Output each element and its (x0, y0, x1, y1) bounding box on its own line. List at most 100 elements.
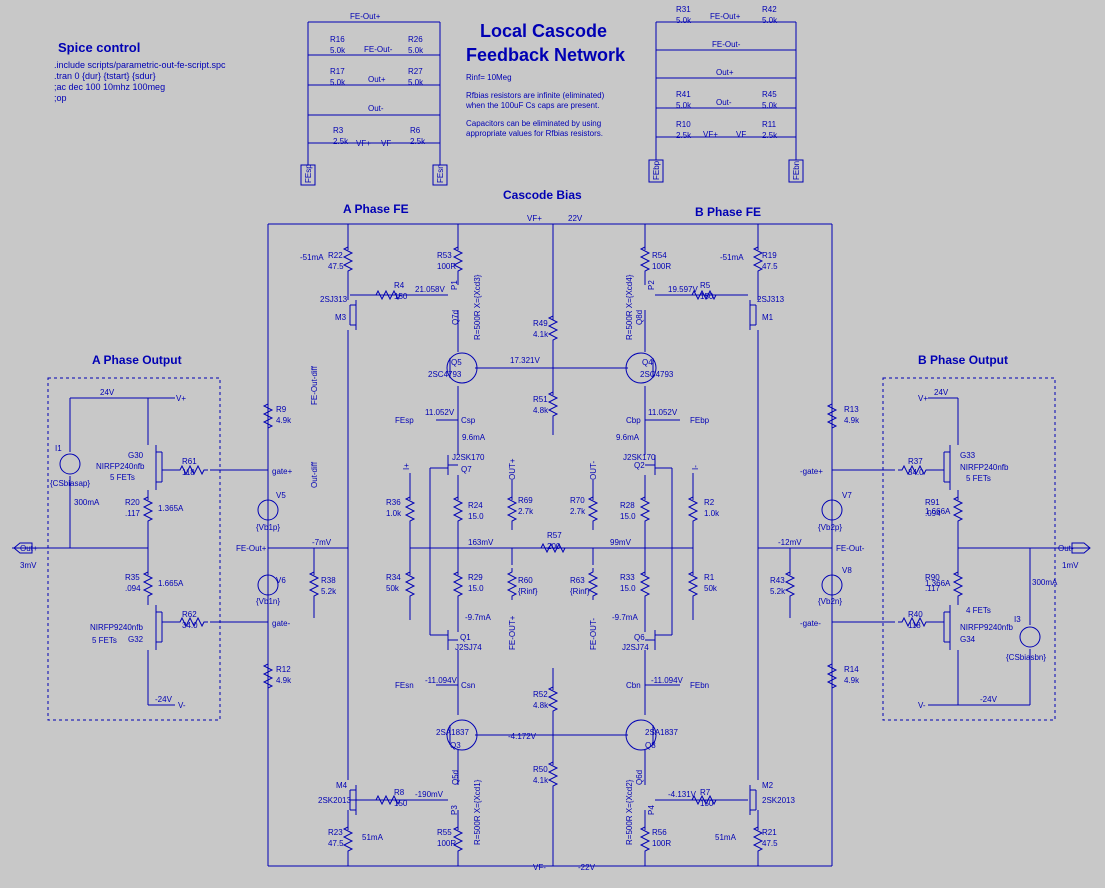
dev-fets-g30: 5 FETs (110, 473, 135, 482)
dev-nirf-g34: NIRFP9240nfb (960, 623, 1013, 632)
part-value-r23: 47.5 (328, 839, 344, 848)
part-value-r56: 100R (652, 839, 671, 848)
part-ref-r2: R2 (704, 498, 715, 507)
network-title-2: Feedback Network (466, 45, 626, 65)
dev-j2sk-l: J2SK170 (452, 453, 485, 462)
meas-mv1: 1mV (1062, 561, 1079, 570)
net-fe-out-plus-top-r: FE-Out+ (710, 12, 741, 21)
net-labels: VF+ 22V VF- -22V gate+ gate- -gate+ -gat… (20, 12, 1074, 872)
dev-vb2n: {Vb2n} (818, 597, 842, 606)
meas-v4: -4.172V (508, 732, 537, 741)
part-ref-r63: R63 (570, 576, 585, 585)
part-value-r41: 5.0k (676, 101, 692, 110)
feedback-network-right (648, 21, 804, 183)
part-ref-r61: R61 (182, 457, 197, 466)
part-value-r36: 1.0k (386, 509, 402, 518)
net-vf-plus-top-r: VF+ (703, 130, 718, 139)
meas-a1665-r: 1.666A (925, 507, 951, 516)
heading-b-phase-fe: B Phase FE (695, 205, 761, 219)
net-csn: Csn (461, 681, 475, 690)
dev-sj313-r: 2SJ313 (757, 295, 785, 304)
dev-m2: M2 (762, 781, 774, 790)
net-fe-out-minus-box: FE-OUT- (589, 618, 598, 650)
part-ref-r69: R69 (518, 496, 533, 505)
section-headings: Cascode Bias A Phase FE B Phase FE A Pha… (92, 188, 1008, 367)
dev-q8: Q8 (645, 741, 656, 750)
net-cbp: Cbp (626, 416, 641, 425)
meas-ma51-bl: 51mA (362, 833, 384, 842)
dev-m3: M3 (335, 313, 347, 322)
net-vfm: VF- (533, 863, 546, 872)
meas-ma300-l: 300mA (74, 498, 100, 507)
part-labels: R165.0kR265.0kR175.0kR275.0kR32.5kR62.5k… (125, 5, 941, 848)
net-out-plus-top: Out+ (368, 75, 386, 84)
dev-q5d: Q5d (451, 770, 460, 785)
net-out-diff: Out-diff (310, 461, 319, 488)
net-fe-out-minus: FE-Out- (836, 544, 865, 553)
dev-q7: Q7 (461, 465, 472, 474)
part-ref-r37: R37 (908, 457, 923, 466)
network-title-block: Local Cascode Feedback Network Rinf= 10M… (465, 21, 626, 138)
part-ref-r60: R60 (518, 576, 533, 585)
net-out-minus-top: Out- (368, 104, 384, 113)
net-p24-b: 24V (934, 388, 949, 397)
dev-sk2013-r: 2SK2013 (762, 796, 795, 805)
dev-p3: P3 (450, 805, 459, 815)
meas-mv163: 163mV (468, 538, 494, 547)
net-m24-a: -24V (155, 695, 173, 704)
part-value-r29: 15.0 (468, 584, 484, 593)
part-value-r17: 5.0k (330, 78, 346, 87)
part-value-r63: {Rinf} (570, 587, 590, 596)
meas-v11-left: 11.052V (425, 408, 455, 417)
net-fesn-top: FEsn (436, 164, 445, 183)
part-ref-r1: R1 (704, 573, 715, 582)
dev-q6: Q6 (634, 633, 645, 642)
device-labels: M3 2SJ313 M1 2SJ313 Q5 2SC4793 Q4 2SC479… (50, 274, 1046, 845)
part-value-r49: 4.1k (533, 330, 549, 339)
dev-vb1n: {Vb1n} (256, 597, 280, 606)
net-gate-plus: gate+ (272, 467, 293, 476)
dev-sj313-l: 2SJ313 (320, 295, 348, 304)
part-value-r4: 150 (394, 292, 408, 301)
net-i-minus: I- (691, 465, 700, 470)
dev-i3: I3 (1014, 615, 1021, 624)
net-out-minus: Out- (1058, 544, 1074, 553)
part-ref-r52: R52 (533, 690, 548, 699)
part-value-r26: 5.0k (408, 46, 424, 55)
part-ref-r45: R45 (762, 90, 777, 99)
part-value-r16: 5.0k (330, 46, 346, 55)
part-ref-r62: R62 (182, 610, 197, 619)
dev-q6d: Q6d (635, 770, 644, 785)
part-value-r52: 4.8k (533, 701, 549, 710)
meas-v11n-left: -11.094V (425, 676, 458, 685)
part-value-r51: 4.8k (533, 406, 549, 415)
dev-sc4793-r: 2SC4793 (640, 370, 674, 379)
heading-cascode-bias: Cascode Bias (503, 188, 582, 202)
dev-v6: V6 (276, 576, 286, 585)
dev-csbiasbn: {CSbiasbn} (1006, 653, 1046, 662)
dev-sc4793-l: 2SC4793 (428, 370, 462, 379)
dev-j2sj-l: J2SJ74 (455, 643, 482, 652)
dev-pot-rt: R=500R X={Xcd4} (625, 274, 634, 340)
part-value-r7: 150 (700, 799, 714, 808)
part-value-r10: 2.5k (676, 131, 692, 140)
part-ref-r50: R50 (533, 765, 548, 774)
part-value-r11: 2.5k (762, 131, 778, 140)
part-ref-r40: R40 (908, 610, 923, 619)
transistor-glyphs (349, 300, 757, 815)
dev-sa1837-l: 2SA1837 (436, 728, 469, 737)
output-stage-b (832, 377, 1091, 721)
part-value-r27: 5.0k (408, 78, 424, 87)
part-ref-r49: R49 (533, 319, 548, 328)
part-value-r3: 2.5k (333, 137, 349, 146)
part-ref-r55: R55 (437, 828, 452, 837)
part-ref-r35: R35 (125, 573, 140, 582)
dev-fets-g32: 5 FETs (92, 636, 117, 645)
part-value-r14: 4.9k (844, 676, 860, 685)
dev-m4: M4 (336, 781, 348, 790)
dev-v7: V7 (842, 491, 852, 500)
part-value-r62: 34.0 (182, 621, 198, 630)
net-vf-top-r: VF (736, 130, 746, 139)
dev-pot-lt: R=500R X={Xcd3} (473, 274, 482, 340)
net-fe-out-minus-top-r: FE-Out- (712, 40, 741, 49)
